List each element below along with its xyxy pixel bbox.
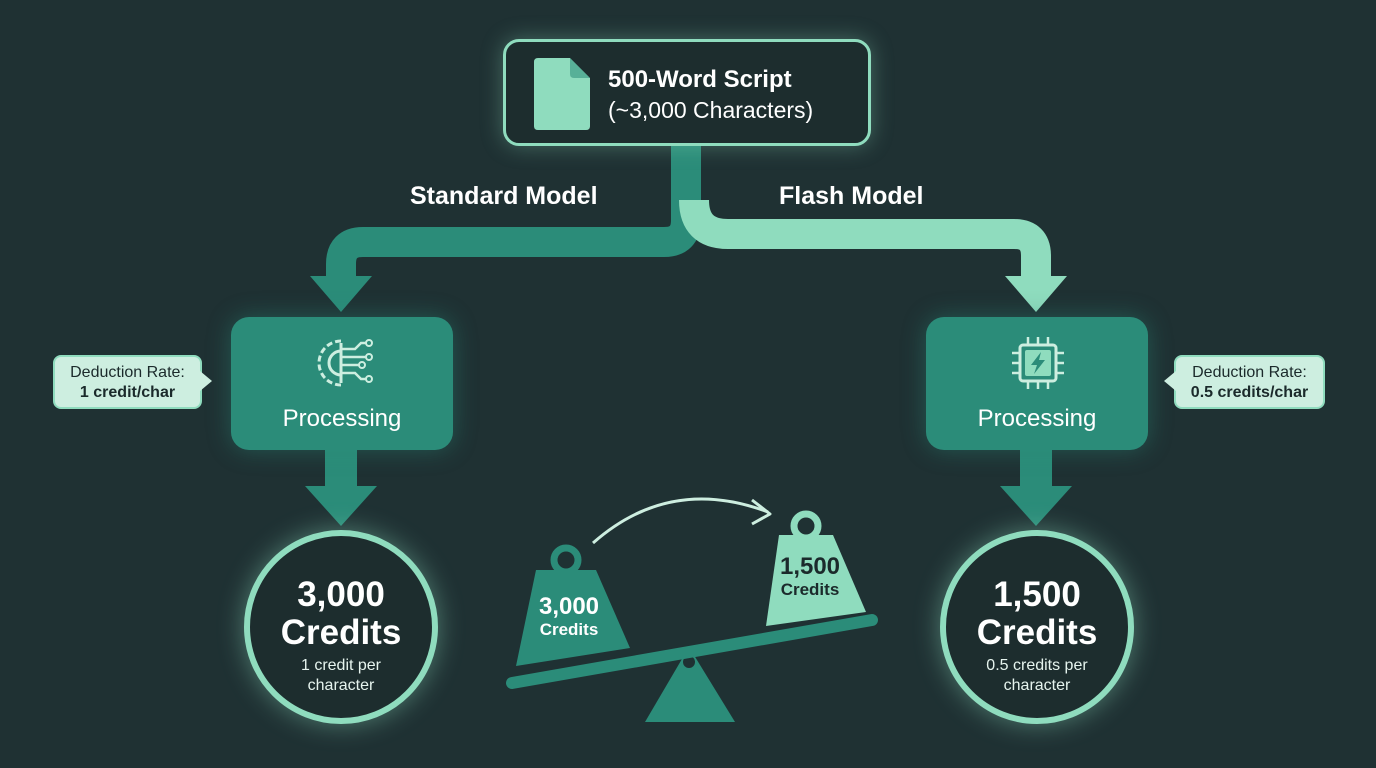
standard-result-unit: Credits [280,613,402,652]
heavy-weight [516,570,630,666]
flash-model-label: Flash Model [779,182,924,210]
lightning-chip-icon [1012,337,1064,389]
standard-rate-value: 1 credit/char [79,384,176,401]
fulcrum [645,647,735,722]
light-weight-handle [790,510,822,542]
heavy-weight-value: 3,000 [538,593,600,620]
flash-branch-connector [679,199,1051,276]
standard-note-line2: character [307,677,375,694]
light-weight [766,535,866,626]
heavy-weight-handle [550,544,582,576]
light-weight-unit: Credits [780,580,840,599]
standard-note-line1: 1 credit per [300,657,382,674]
light-weight-value: 1,500 [779,553,841,580]
heavy-weight-label: 3,000 Credits [518,594,620,640]
source-subtitle: (~3,000 Characters) [608,97,814,123]
flash-processing-label: Processing [977,405,1097,432]
flash-processing-box: Processing [926,317,1148,450]
standard-deduction-rate-callout: Deduction Rate: 1 credit/char [53,355,212,409]
flash-result-value: 1,500 [993,575,1081,614]
curved-arrowhead [751,498,772,526]
flash-rate-title: Deduction Rate: [1192,364,1307,381]
standard-processing-label: Processing [282,405,402,432]
standard-arrowhead-top [310,276,372,312]
heavy-weight-unit: Credits [539,620,599,639]
standard-rate-title: Deduction Rate: [70,364,185,381]
source-title: 500-Word Script [608,66,792,93]
flash-deduction-rate-callout: Deduction Rate: 0.5 credits/char [1164,355,1325,409]
callout-pointer [1164,371,1176,391]
flash-note-line1: 0.5 credits per [986,657,1088,674]
standard-result-value: 3,000 [297,575,385,614]
flash-result-unit: Credits [976,613,1098,652]
flash-arrowhead-top [1005,276,1067,312]
standard-processing-box: Processing [231,317,453,450]
flash-arrow-shaft [1020,448,1052,488]
standard-arrow-shaft [325,448,357,488]
standard-result-circle: 3,000 Credits 1 credit per character [244,530,438,724]
comparison-curved-arrow [592,497,769,545]
flash-result-circle: 1,500 Credits 0.5 credits per character [940,530,1134,724]
standard-arrowhead-bottom [305,486,377,526]
gear-circuit-icon [317,339,373,387]
light-weight-label: 1,500 Credits [760,554,860,600]
source-script-box: 500-Word Script (~3,000 Characters) [503,39,871,146]
flash-arrowhead-bottom [1000,486,1072,526]
standard-branch-connector [326,146,701,276]
standard-model-label: Standard Model [410,182,598,210]
fulcrum-pivot [683,656,695,668]
standard-result-note: 1 credit per character [250,656,432,696]
callout-pointer [200,371,212,391]
flash-note-line2: character [1003,677,1071,694]
document-icon [534,58,590,130]
seesaw-beam [506,614,878,689]
flash-rate-value: 0.5 credits/char [1190,384,1309,401]
flash-result-note: 0.5 credits per character [946,656,1128,696]
